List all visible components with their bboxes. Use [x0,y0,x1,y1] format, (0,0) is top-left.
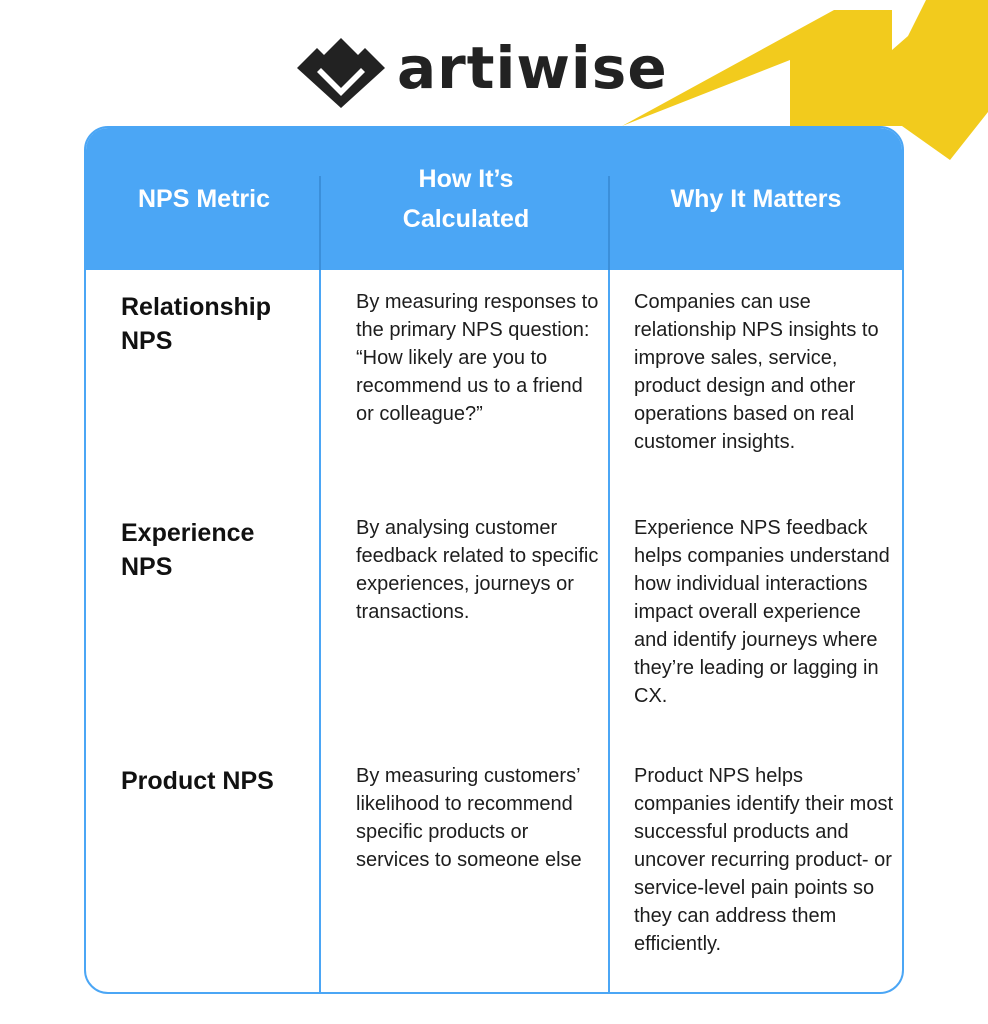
artiwise-logo: artiwise [295,28,668,108]
row-experience-why: Experience NPS feedback helps companies … [634,517,890,707]
artiwise-logo-icon [297,38,385,108]
nps-table: NPS Metric How It’s Calculated Why It Ma… [84,126,904,994]
header-how-calculated: How It’s Calculated [402,165,530,233]
row-experience-metric: Experience NPS [121,519,255,581]
row-relationship-metric: Relationship NPS [121,293,272,355]
row-relationship-how: By measuring responses to the primary NP… [356,291,599,425]
header-why-it-matters: Why It Matters [670,185,842,213]
column-divider [319,270,321,992]
yellow-zigzag-decoration [622,0,988,160]
row-product-metric: Product NPS [121,767,274,795]
column-divider [608,176,610,270]
header-nps-metric: NPS Metric [138,185,270,213]
row-product-why: Product NPS helps companies identify the… [634,765,894,955]
row-experience-how: By analysing customer feedback related t… [356,517,599,623]
row-product-how: By measuring customers’ likelihood to re… [356,765,582,871]
column-divider [608,270,610,992]
table-header-row [86,128,902,270]
column-divider [319,176,321,270]
row-relationship-why: Companies can use relationship NPS insig… [634,291,879,453]
brand-name: artiwise [397,34,668,102]
